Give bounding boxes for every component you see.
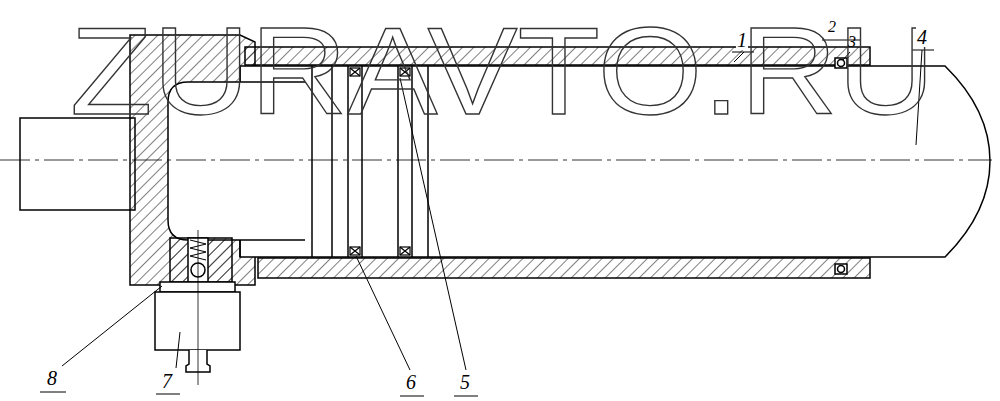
callout-number: 4: [916, 27, 928, 47]
callout-number: 5: [459, 372, 471, 392]
callout-number: 6: [405, 372, 417, 392]
watermark: ZURAVTO.RU: [70, 8, 935, 133]
callout-number: 7: [161, 371, 173, 391]
callout-number: 3: [847, 34, 857, 50]
callout-number: 2: [827, 19, 837, 35]
callout-number: 1: [736, 30, 748, 50]
callout-number: 8: [46, 368, 58, 388]
